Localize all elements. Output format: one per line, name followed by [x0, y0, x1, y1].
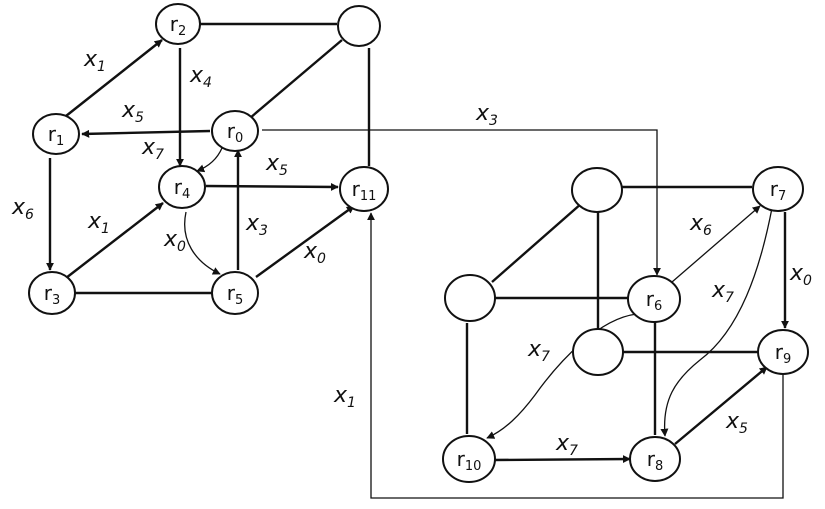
edge-n1-n2: [491, 202, 583, 283]
edge-label-r0-r4: x7: [141, 135, 164, 163]
node-unlabeled-n3: [572, 328, 624, 376]
edge-label-r0-r6: x3: [475, 101, 498, 129]
node-r6: r6: [627, 275, 681, 323]
edge-top-right-r0: [249, 39, 343, 119]
arrow-r1-r2: [65, 39, 163, 117]
svg-text:r1: r1: [48, 122, 65, 149]
node-r8: r8: [629, 436, 681, 482]
edge-label-r8-r9: x5: [725, 409, 748, 437]
svg-text:r8: r8: [647, 447, 664, 474]
edge-label-r7-r9: x0: [789, 261, 812, 289]
nodes: r2 r1 r0 r4 r11 r3 r5: [28, 3, 809, 483]
svg-text:r5: r5: [227, 281, 244, 308]
svg-text:r0: r0: [227, 119, 244, 146]
node-r0: r0: [211, 110, 259, 152]
edge-label-r2-r4: x4: [189, 63, 212, 91]
node-r5: r5: [211, 271, 259, 315]
edge-label-r6-r7: x6: [689, 211, 712, 239]
svg-text:r11: r11: [352, 177, 377, 204]
arrow-r3-r4: [65, 202, 164, 279]
edge-label-r0-r1: x5: [121, 98, 144, 126]
svg-text:r7: r7: [770, 177, 787, 204]
arrow-r7-r8: [660, 207, 773, 437]
edge-label-r9-r11: x1: [333, 383, 356, 411]
arrow-r4-r5: [184, 211, 221, 275]
directed-edges: [46, 39, 789, 499]
arrow-r6-r10: [486, 313, 638, 439]
edge-label-r6-r10: x7: [527, 337, 550, 365]
edge-label-r4-r5: x0: [163, 227, 186, 255]
arrow-r10-r8: [492, 455, 631, 464]
arrow-r6-r7: [671, 205, 761, 283]
edge-label-r5-r0: x3: [245, 211, 268, 239]
edge-label-r4-r11: x5: [265, 151, 288, 179]
edge-labels: x1 x4 x5 x7 x6 x1 x5 x0 x3 x0 x3 x1 x6 x…: [11, 47, 812, 459]
svg-text:r9: r9: [775, 340, 792, 367]
svg-text:r3: r3: [44, 281, 61, 308]
arrow-r9-r11: [367, 212, 784, 499]
node-unlabeled-n2: [444, 274, 496, 322]
edge-label-r7-r8: x7: [711, 278, 734, 306]
edge-label-r10-r8: x7: [555, 431, 578, 459]
node-r4: r4: [158, 165, 206, 209]
node-unlabeled-top-right: [337, 5, 381, 47]
node-r7: r7: [752, 166, 804, 212]
edge-label-r3-r4: x1: [87, 209, 110, 237]
cube-edges: [75, 22, 760, 435]
node-r9: r9: [757, 329, 809, 375]
arrow-r0-r4: [196, 147, 223, 173]
arrow-r0-r1: [81, 129, 211, 138]
svg-text:r2: r2: [170, 12, 187, 39]
arrow-r0-r6: [262, 129, 661, 276]
arrow-r5-r11: [255, 205, 355, 278]
node-r2: r2: [155, 3, 201, 45]
node-r10: r10: [442, 435, 496, 483]
svg-text:r6: r6: [646, 287, 663, 314]
arrow-r4-r11: [205, 182, 339, 191]
node-unlabeled-n1: [571, 167, 623, 213]
edge-label-r5-r11: x0: [303, 239, 326, 267]
edge-label-r1-r3: x6: [11, 195, 34, 223]
node-r1: r1: [32, 113, 80, 155]
node-r3: r3: [28, 271, 76, 315]
svg-text:r10: r10: [457, 447, 482, 474]
arrow-r8-r9: [674, 366, 768, 445]
svg-text:r4: r4: [174, 175, 191, 202]
edge-label-r1-r2: x1: [83, 47, 106, 75]
node-r11: r11: [339, 166, 389, 212]
